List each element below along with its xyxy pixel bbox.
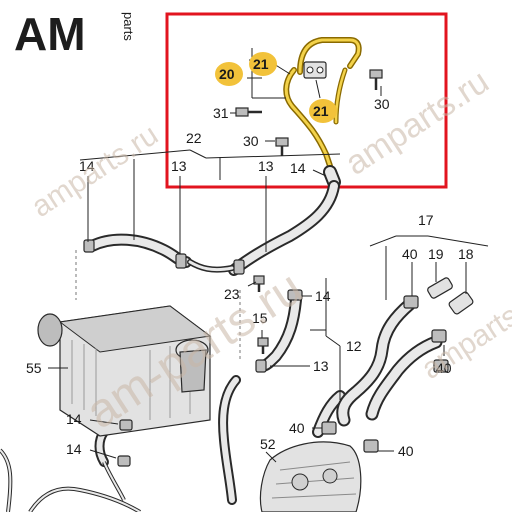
label-14-middle: 14 — [315, 288, 331, 304]
bolt-23 — [253, 275, 265, 292]
label-55: 55 — [26, 360, 42, 376]
label-23: 23 — [224, 286, 240, 302]
label-40-right-bottom: 40 — [436, 360, 452, 376]
intercooler-55 — [37, 305, 212, 437]
label-21-lower: 21 — [313, 103, 329, 119]
connector-18 — [448, 291, 474, 315]
label-14-top-right: 14 — [290, 160, 306, 176]
lower-left-lines — [0, 375, 241, 512]
label-52: 52 — [260, 436, 276, 452]
connector-19 — [427, 277, 453, 299]
label-31: 31 — [213, 105, 229, 121]
label-14-lower-left-a: 14 — [66, 411, 82, 427]
label-20: 20 — [219, 66, 235, 82]
label-14-lower-left-b: 14 — [66, 441, 82, 457]
label-14-top-left: 14 — [79, 158, 95, 174]
label-22: 22 — [186, 130, 202, 146]
leader-lines — [48, 48, 489, 463]
label-12: 12 — [346, 338, 362, 354]
logo-suffix: parts — [121, 12, 136, 41]
label-13-top-left: 13 — [171, 158, 187, 174]
badge-20 — [215, 62, 243, 86]
label-40-right-top: 40 — [402, 246, 418, 262]
bolt-30-upper — [369, 69, 383, 90]
label-40-bottom-right: 40 — [398, 443, 414, 459]
hose-17-assembly — [336, 277, 474, 427]
bolt-30-lower — [275, 137, 289, 156]
am-parts-logo: AM parts — [14, 8, 136, 60]
label-17: 17 — [418, 212, 434, 228]
label-30-upper: 30 — [374, 96, 390, 112]
label-13-middle: 13 — [313, 358, 329, 374]
highlighted-coolant-pipe — [283, 37, 362, 169]
label-40-bottom-middle: 40 — [289, 420, 305, 436]
highlight-frame — [165, 12, 448, 189]
watermark-upper-right: amparts.ru — [339, 62, 496, 182]
watermark-small-left: amparts.ru — [26, 118, 164, 224]
badge-21-lower — [309, 99, 337, 123]
label-18: 18 — [458, 246, 474, 262]
label-13-top-right: 13 — [258, 158, 274, 174]
bolt-31 — [235, 107, 262, 117]
label-19: 19 — [428, 246, 444, 262]
badge-21-upper — [249, 52, 277, 76]
clip-15 — [257, 337, 269, 354]
label-30-lower: 30 — [243, 133, 259, 149]
label-15: 15 — [252, 310, 268, 326]
component-52 — [259, 421, 379, 512]
logo-letters: AM — [14, 8, 86, 60]
hose-22-assembly — [83, 180, 340, 276]
label-21-upper: 21 — [253, 56, 269, 72]
